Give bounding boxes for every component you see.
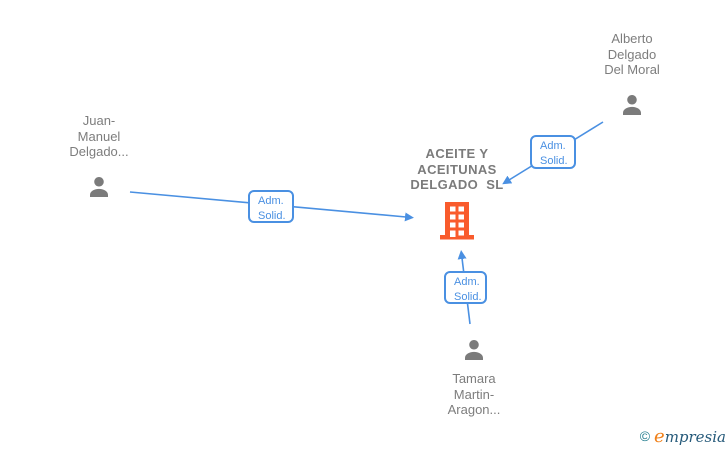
person-name: Tamara Martin- Aragon... — [447, 371, 501, 417]
edge-label-adm-solid: Adm. Solid. — [248, 190, 294, 223]
person-icon — [424, 335, 524, 365]
edge-label-adm-solid: Adm. Solid. — [444, 271, 487, 304]
person-icon — [580, 90, 684, 120]
person-node-alberto[interactable]: Alberto Delgado Del Moral — [580, 31, 684, 120]
edge-label-adm-solid: Adm. Solid. — [530, 135, 576, 169]
person-node-tamara[interactable]: Tamara Martin- Aragon... — [424, 335, 524, 418]
brand-name: mpresia — [664, 428, 726, 446]
person-name: Juan- Manuel Delgado... — [69, 113, 129, 159]
person-icon — [44, 172, 154, 202]
person-name: Alberto Delgado Del Moral — [604, 31, 660, 77]
company-node[interactable]: ACEITE Y ACEITUNAS DELGADO SL — [397, 146, 517, 240]
empresia-logo[interactable]: ©empresia — [640, 426, 726, 447]
copyright-icon: © — [639, 428, 651, 444]
building-icon — [397, 201, 517, 240]
person-node-juan[interactable]: Juan- Manuel Delgado... — [44, 113, 154, 202]
brand-initial: e — [654, 426, 665, 447]
company-name: ACEITE Y ACEITUNAS DELGADO SL — [410, 146, 504, 192]
